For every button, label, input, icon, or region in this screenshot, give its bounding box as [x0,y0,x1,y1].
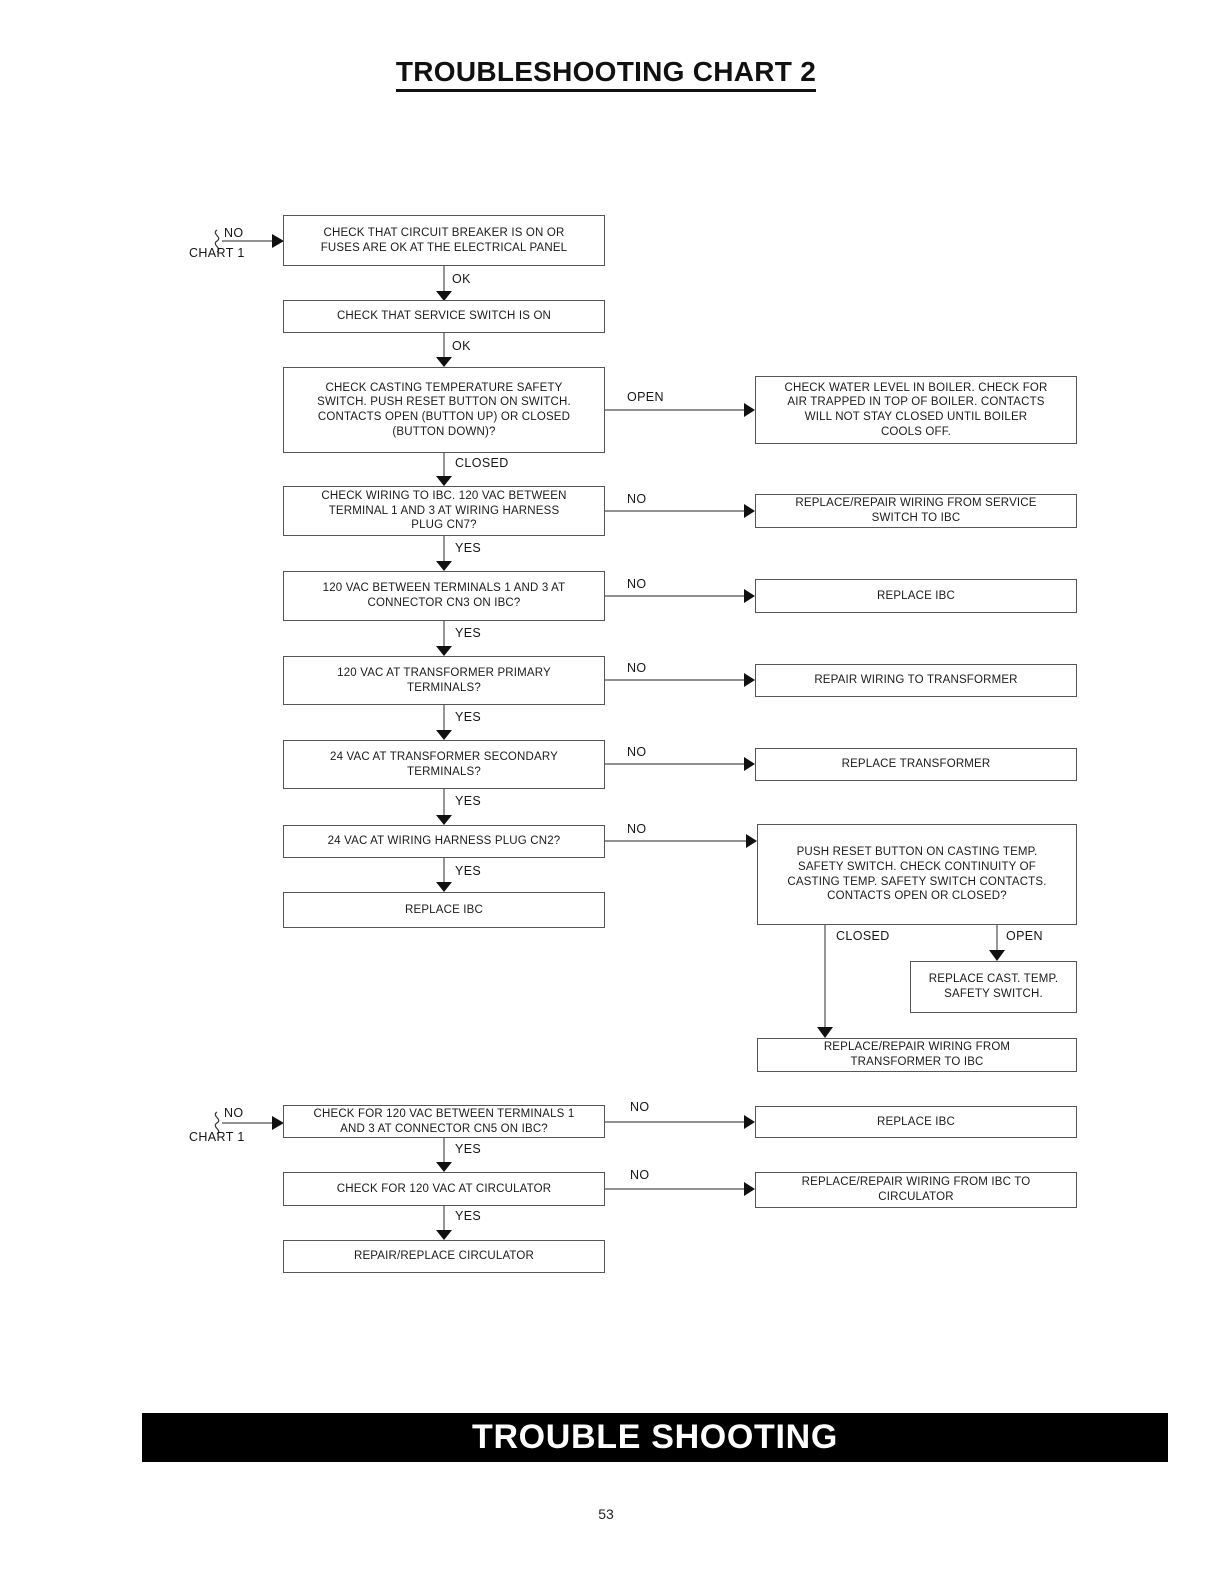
edge-label-yes: YES [455,710,482,724]
chart1-reference: CHART 1 [189,1130,245,1144]
flow-box-replace-ibc-cn5: REPLACE IBC [755,1106,1077,1138]
flow-box-transformer-secondary: 24 VAC AT TRANSFORMER SECONDARY TERMINAL… [283,740,605,789]
edge-label-no: NO [627,492,647,506]
chart1-reference: CHART 1 [189,246,245,260]
edge-label-yes: YES [455,1209,482,1223]
flow-box-replace-ibc-yes: REPLACE IBC [283,892,605,928]
edge-label-no: NO [224,1106,244,1120]
flow-box-check-water-level: CHECK WATER LEVEL IN BOILER. CHECK FOR A… [755,376,1077,444]
edge-label-closed: CLOSED [455,456,509,470]
edge-label-no: NO [627,822,647,836]
flow-box-cn2: 24 VAC AT WIRING HARNESS PLUG CN2? [283,825,605,858]
footer-banner-text: TROUBLE SHOOTING [472,1418,838,1456]
flow-box-wiring-service-to-ibc: REPLACE/REPAIR WIRING FROM SERVICE SWITC… [755,494,1077,528]
flow-box-replace-cast-temp-switch: REPLACE CAST. TEMP. SAFETY SWITCH. [910,961,1077,1013]
edge-label-no: NO [630,1168,650,1182]
edge-label-no: NO [224,226,244,240]
flow-box-casting-temp-switch: CHECK CASTING TEMPERATURE SAFETY SWITCH.… [283,367,605,453]
flow-box-wiring-ibc-to-circulator: REPLACE/REPAIR WIRING FROM IBC TO CIRCUL… [755,1172,1077,1208]
flow-box-replace-ibc-cn3: REPLACE IBC [755,579,1077,613]
edge-label-yes: YES [455,864,482,878]
edge-label-yes: YES [455,626,482,640]
flow-box-transformer-primary: 120 VAC AT TRANSFORMER PRIMARY TERMINALS… [283,656,605,705]
edge-label-no: NO [630,1100,650,1114]
flow-box-service-switch: CHECK THAT SERVICE SWITCH IS ON [283,300,605,333]
flow-box-cn3: 120 VAC BETWEEN TERMINALS 1 AND 3 AT CON… [283,571,605,621]
page-title-text: TROUBLESHOOTING CHART 2 [395,56,817,92]
edge-label-yes: YES [455,541,482,555]
edge-label-no: NO [627,661,647,675]
flow-box-wiring-transformer-to-ibc: REPLACE/REPAIR WIRING FROM TRANSFORMER T… [757,1038,1077,1072]
flow-box-replace-transformer: REPLACE TRANSFORMER [755,748,1077,781]
edge-label-yes: YES [455,794,482,808]
flow-box-check-circulator: CHECK FOR 120 VAC AT CIRCULATOR [283,1172,605,1206]
flow-box-push-reset-continuity: PUSH RESET BUTTON ON CASTING TEMP. SAFET… [757,824,1077,925]
page-title: TROUBLESHOOTING CHART 2 [0,56,1212,92]
flow-box-repair-replace-circulator: REPAIR/REPLACE CIRCULATOR [283,1240,605,1273]
flow-box-wiring-to-ibc: CHECK WIRING TO IBC. 120 VAC BETWEEN TER… [283,486,605,536]
edge-label-no: NO [627,577,647,591]
edge-label-closed: CLOSED [836,929,890,943]
edge-label-ok: OK [452,339,471,353]
edge-label-yes: YES [455,1142,482,1156]
flow-box-cn5: CHECK FOR 120 VAC BETWEEN TERMINALS 1 AN… [283,1105,605,1138]
page-number: 53 [598,1506,614,1522]
flow-box-circuit-breaker: CHECK THAT CIRCUIT BREAKER IS ON OR FUSE… [283,215,605,266]
edge-label-open: OPEN [627,390,664,404]
edge-label-open: OPEN [1006,929,1043,943]
footer-banner: TROUBLE SHOOTING [142,1413,1168,1462]
edge-label-ok: OK [452,272,471,286]
flow-box-repair-wiring-transformer: REPAIR WIRING TO TRANSFORMER [755,664,1077,697]
edge-label-no: NO [627,745,647,759]
